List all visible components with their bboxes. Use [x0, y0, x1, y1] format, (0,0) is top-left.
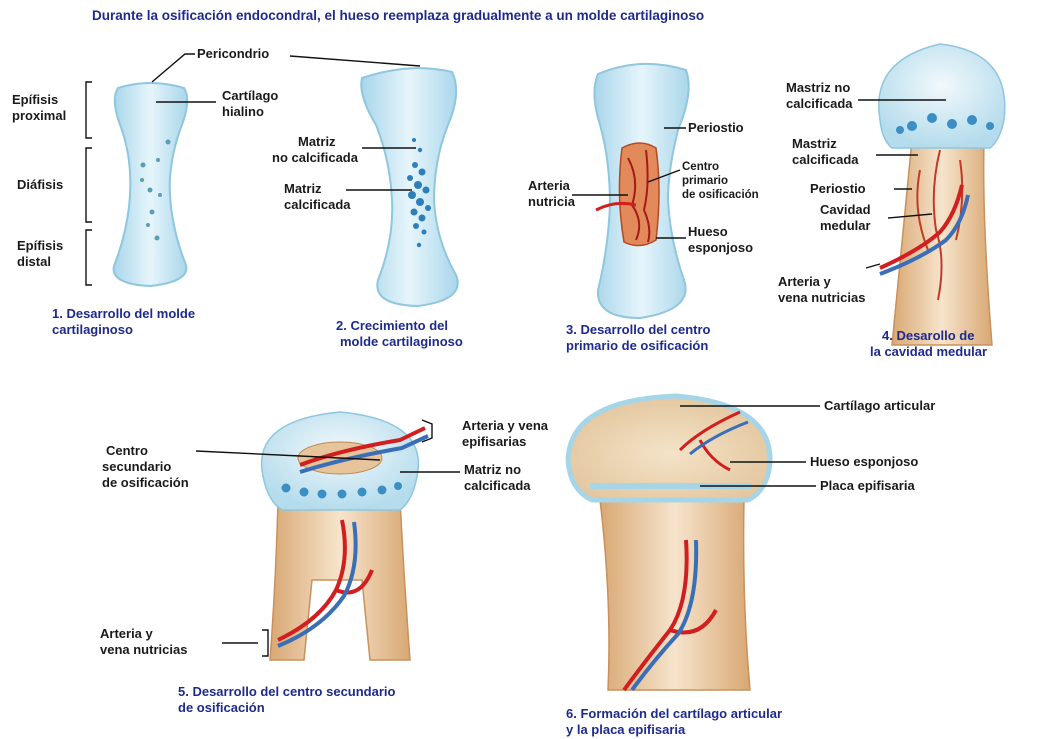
- label-hueso-esponjoso-6: Hueso esponjoso: [810, 454, 918, 469]
- label-centro-primario-1: Centro: [682, 161, 719, 173]
- caption-stage-1-line-2: cartilaginoso: [52, 322, 133, 337]
- label-centro-primario-3: de osificación: [682, 189, 759, 201]
- label-cartilago-articular: Cartílago articular: [824, 398, 935, 413]
- label-epifisis-proximal-1: Epífisis: [12, 92, 58, 107]
- caption-stage-4-line-1: 4. Desarollo de: [882, 328, 974, 343]
- caption-stage-2-line-1: 2. Crecimiento del: [336, 318, 448, 333]
- label-cavidad-medular-1: Cavidad: [820, 202, 871, 217]
- label-matriz-calcificada-2: calcificada: [284, 197, 351, 212]
- caption-stage-2-line-2: molde cartilaginoso: [340, 334, 463, 349]
- cartilage-model-1: [114, 83, 188, 286]
- stage-1: [86, 54, 216, 286]
- label-cartilago-hialino-1: Cartílago: [222, 88, 278, 103]
- label-placa-epifisaria: Placa epifisaria: [820, 478, 915, 493]
- label-matriz-no-calcificada-1: Matriz: [298, 134, 336, 149]
- diagram-title: Durante la osificación endocondral, el h…: [92, 8, 704, 23]
- label-centro-primario-2: primario: [682, 175, 728, 187]
- caption-stage-3-line-1: 3. Desarrollo del centro: [566, 322, 711, 337]
- label-epifisis-distal-1: Epífisis: [17, 238, 63, 253]
- stage-5: [196, 412, 460, 660]
- stage-4: [858, 44, 1005, 345]
- label-mastriz-no-calcificada-1: Mastriz no: [786, 80, 850, 95]
- label-hueso-esponjoso-3a: Hueso: [688, 224, 728, 239]
- stage-3: [572, 64, 689, 318]
- label-arteria-vena-4b: vena nutricias: [778, 290, 865, 305]
- label-epifisis-proximal-2: proximal: [12, 108, 66, 123]
- label-epifisis-distal-2: distal: [17, 254, 51, 269]
- label-cartilago-hialino-2: hialino: [222, 104, 264, 119]
- caption-stage-3-line-2: primario de osificación: [566, 338, 708, 353]
- caption-stage-4-line-2: la cavidad medular: [870, 344, 987, 359]
- label-matriz-no-calcificada-5a: Matriz no: [464, 462, 521, 477]
- cartilage-model-2: [361, 68, 457, 306]
- label-arteria-nutricia-2: nutricia: [528, 194, 576, 209]
- label-mastriz-calcificada-2: calcificada: [792, 152, 859, 167]
- label-mastriz-calcificada-1: Mastriz: [792, 136, 837, 151]
- label-centro-secundario-3: de osificación: [102, 475, 189, 490]
- label-hueso-esponjoso-3b: esponjoso: [688, 240, 753, 255]
- label-mastriz-no-calcificada-2: calcificada: [786, 96, 853, 111]
- label-arteria-vena-epifisarias-2: epifisarias: [462, 434, 526, 449]
- label-cavidad-medular-2: medular: [820, 218, 871, 233]
- label-matriz-calcificada-1: Matriz: [284, 181, 322, 196]
- caption-stage-6-line-1: 6. Formación del cartílago articular: [566, 706, 782, 721]
- label-diafisis: Diáfisis: [17, 177, 63, 192]
- label-pericondrio: Pericondrio: [197, 46, 269, 61]
- label-arteria-vena-4a: Arteria y: [778, 274, 832, 289]
- label-matriz-no-calcificada-5b: calcificada: [464, 478, 531, 493]
- caption-stage-5-line-1: 5. Desarrollo del centro secundario: [178, 684, 396, 699]
- label-centro-secundario-2: secundario: [102, 459, 171, 474]
- label-centro-secundario-1: Centro: [106, 443, 148, 458]
- label-arteria-vena-nutricias-5b: vena nutricias: [100, 642, 187, 657]
- bone-shaft-6: [600, 500, 750, 690]
- label-arteria-vena-nutricias-5a: Arteria y: [100, 626, 154, 641]
- stage-6: [568, 396, 820, 690]
- caption-stage-6-line-2: y la placa epifisaria: [566, 722, 686, 737]
- label-arteria-vena-epifisarias-1: Arteria y vena: [462, 418, 549, 433]
- label-arteria-nutricia-1: Arteria: [528, 178, 571, 193]
- label-periostio-3: Periostio: [688, 120, 744, 135]
- caption-stage-1-line-1: 1. Desarrollo del molde: [52, 306, 195, 321]
- label-periostio-4: Periostio: [810, 181, 866, 196]
- label-matriz-no-calcificada-2: no calcificada: [272, 150, 359, 165]
- caption-stage-5-line-2: de osificación: [178, 700, 265, 715]
